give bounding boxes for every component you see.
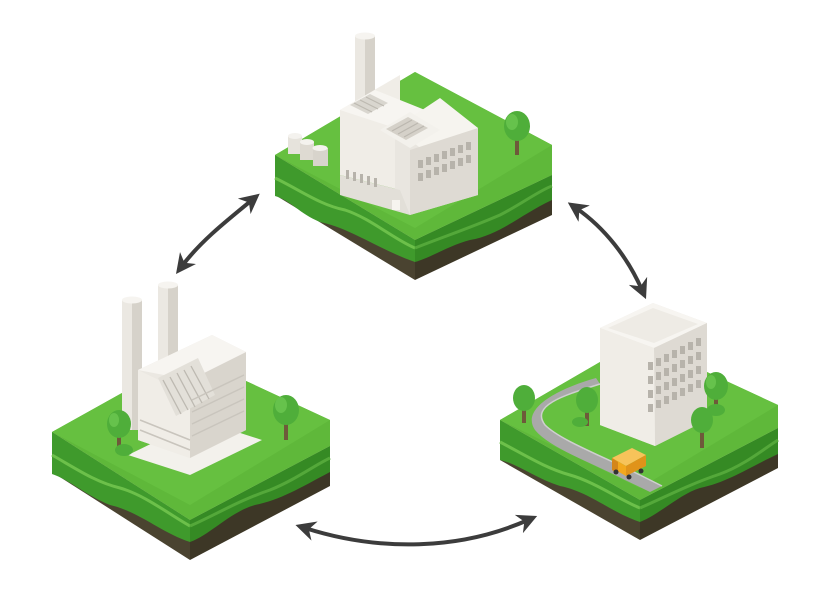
arrow-power-plant-office xyxy=(295,514,538,547)
office-building-icon xyxy=(600,303,707,446)
tree-icon xyxy=(504,111,530,155)
storage-tanks-icon xyxy=(288,133,328,166)
factory-island xyxy=(274,32,553,280)
tree-icon xyxy=(572,387,598,427)
factory-icon xyxy=(340,32,478,215)
island-right-stripe xyxy=(189,456,331,528)
island-left-stripe xyxy=(51,453,191,528)
tree-icon xyxy=(691,404,725,448)
island-right-grass xyxy=(415,175,552,262)
power-plant-icon xyxy=(122,281,262,475)
island-left-stripe xyxy=(274,176,416,250)
island-right-stripe xyxy=(414,184,553,250)
island-right-grass xyxy=(640,428,778,522)
arrow-factory-office xyxy=(567,202,648,300)
truck-icon xyxy=(612,448,646,480)
island-left-stripe xyxy=(499,440,641,510)
tree-icon xyxy=(107,410,133,456)
power-plant-island xyxy=(51,281,331,560)
arrow-factory-power-plant xyxy=(175,193,260,274)
tree-icon xyxy=(513,385,535,423)
island-right-stripe xyxy=(639,438,779,510)
tree-icon xyxy=(273,395,299,440)
office-windows xyxy=(648,338,701,412)
island-left-grass xyxy=(500,420,640,522)
office-island xyxy=(499,303,779,540)
